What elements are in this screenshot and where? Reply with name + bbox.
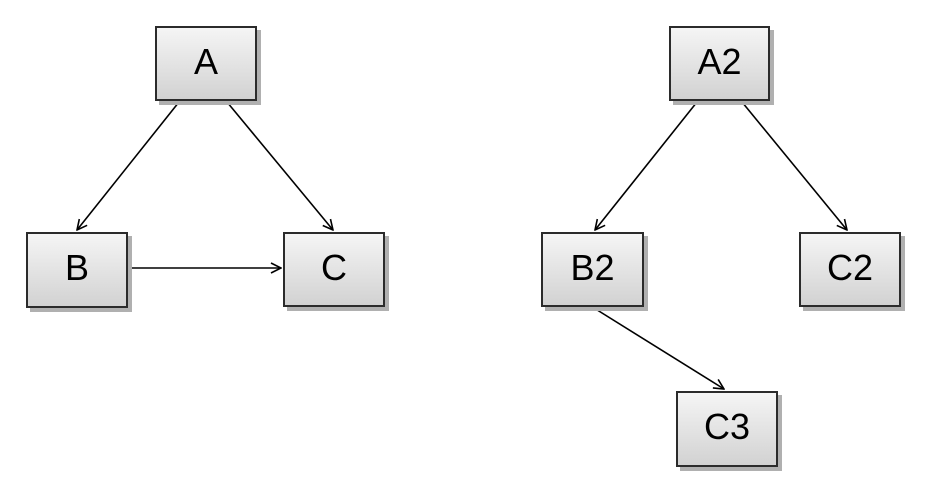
edge-A-C (226, 101, 333, 230)
node-label-B: B (64, 247, 89, 288)
node-C[interactable]: C (283, 232, 385, 307)
node-C2[interactable]: C2 (799, 232, 901, 307)
node-B[interactable]: B (26, 232, 128, 308)
edge-A2-B2 (595, 101, 698, 230)
node-label-C3: C3 (703, 406, 751, 447)
node-label-C2: C2 (826, 246, 874, 288)
node-A[interactable]: A (155, 26, 257, 101)
node-label-A: A (193, 40, 218, 82)
node-C3[interactable]: C3 (676, 391, 778, 467)
edge-A2-C2 (741, 101, 847, 230)
node-B2[interactable]: B2 (541, 232, 644, 307)
node-A2[interactable]: A2 (669, 26, 770, 101)
node-label-B2: B2 (570, 246, 615, 288)
edge-B2-C3 (593, 307, 724, 389)
node-label-C: C (321, 246, 347, 288)
node-label-A2: A2 (697, 40, 742, 82)
edge-A-B (77, 101, 180, 230)
